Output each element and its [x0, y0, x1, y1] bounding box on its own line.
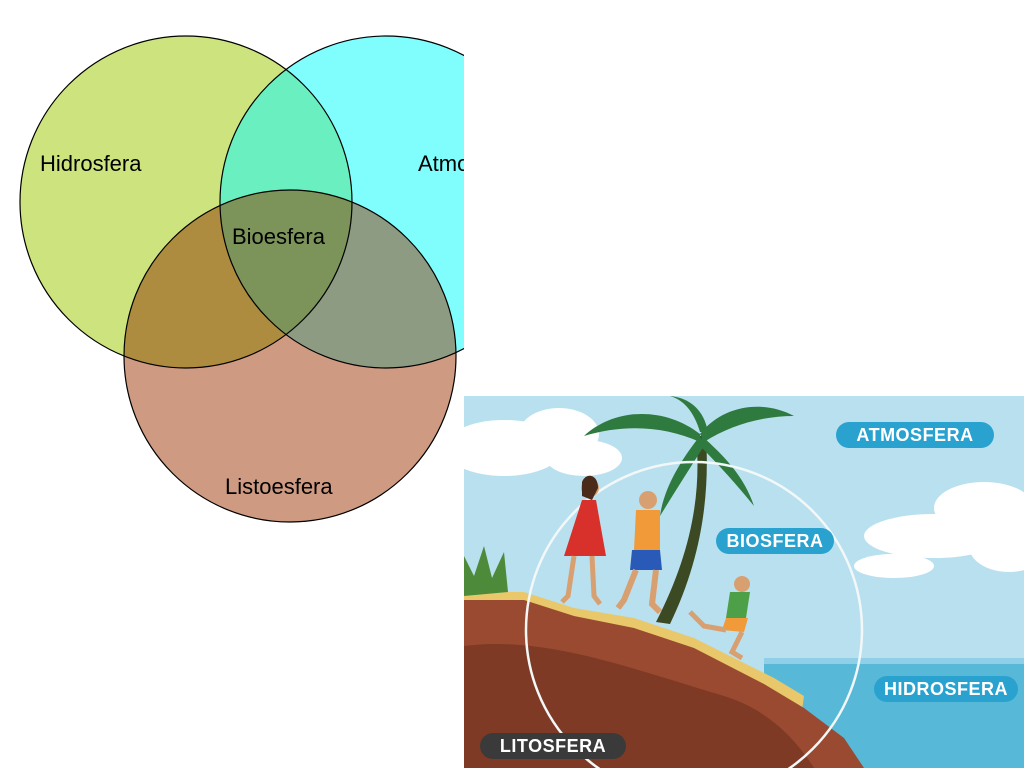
earth-spheres-illustration: ATMOSFERA BIOSFERA HIDROSFERA LITOSFERA — [464, 396, 1024, 768]
hydrosphere-badge: HIDROSFERA — [874, 676, 1018, 702]
svg-text:LITOSFERA: LITOSFERA — [500, 736, 606, 756]
lithosphere-badge: LITOSFERA — [480, 733, 626, 759]
palm-tree — [584, 396, 794, 624]
biosphere-badge: BIOSFERA — [716, 528, 834, 554]
svg-text:ATMOSFERA: ATMOSFERA — [856, 425, 973, 445]
svg-text:HIDROSFERA: HIDROSFERA — [884, 679, 1008, 699]
cloud-right — [854, 482, 1024, 578]
bushes — [464, 546, 508, 596]
atmosphere-badge: ATMOSFERA — [836, 422, 994, 448]
spheres-venn-diagram: Hidrosfera Atmosfera Bioesfera Listoesfe… — [19, 35, 464, 523]
child-figure — [688, 576, 750, 661]
svg-text:BIOSFERA: BIOSFERA — [726, 531, 823, 551]
woman-figure — [560, 475, 606, 606]
lithosphere-label: Listoesfera — [225, 474, 333, 499]
hydrosphere-label: Hidrosfera — [40, 151, 142, 176]
man-figure — [615, 491, 663, 615]
atmosphere-label: Atmosfera — [418, 151, 464, 176]
cloud-left — [464, 408, 622, 476]
biosphere-label: Bioesfera — [232, 224, 326, 249]
biosphere-circle — [524, 460, 864, 768]
